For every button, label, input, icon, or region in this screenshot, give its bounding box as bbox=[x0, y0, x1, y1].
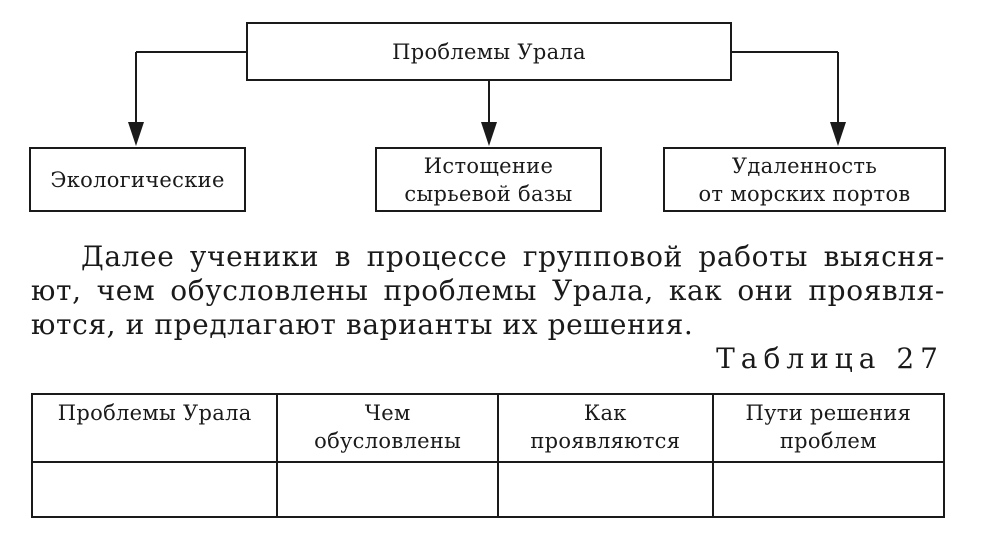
arrow-center bbox=[481, 122, 497, 146]
diagram-child-box: Истощение сырьевой базы bbox=[375, 147, 602, 212]
body-paragraph: Далее ученики в процессе групповой работ… bbox=[31, 240, 945, 342]
paragraph-line: ют, чем обусловлены проблемы Урала, как … bbox=[31, 274, 945, 307]
diagram-root-box: Проблемы Урала bbox=[246, 22, 732, 81]
diagram-child-label: Истощение сырьевой базы bbox=[404, 153, 573, 206]
table-cell bbox=[276, 461, 499, 518]
diagram-child-box: Удаленность от морских портов bbox=[663, 147, 946, 212]
diagram-child-box: Экологические bbox=[29, 147, 246, 212]
arrow-right bbox=[830, 122, 846, 146]
table-header-cell: Чем обусловлены bbox=[276, 393, 499, 463]
table-caption: Таблица 27 bbox=[716, 342, 944, 375]
diagram-child-label: Экологические bbox=[50, 167, 225, 192]
table-cell bbox=[496, 461, 714, 518]
table-row bbox=[30, 461, 946, 518]
arrow-left bbox=[128, 122, 144, 146]
table-cell bbox=[30, 461, 279, 518]
paragraph-line: Далее ученики в процессе групповой работ… bbox=[81, 240, 945, 273]
worksheet-table: Проблемы Урала Чем обусловлены Как прояв… bbox=[30, 393, 946, 518]
table-header-cell: Пути решения проблем bbox=[711, 393, 946, 463]
diagram-root-label: Проблемы Урала bbox=[392, 39, 586, 64]
diagram-child-label: Удаленность от морских портов bbox=[698, 153, 911, 206]
table-header-cell: Проблемы Урала bbox=[30, 393, 279, 463]
paragraph-line: ются, и предлагают варианты их решения. bbox=[31, 308, 694, 341]
table-header-cell: Как проявляются bbox=[496, 393, 714, 463]
table-header-row: Проблемы Урала Чем обусловлены Как прояв… bbox=[30, 393, 946, 463]
table-cell bbox=[711, 461, 946, 518]
